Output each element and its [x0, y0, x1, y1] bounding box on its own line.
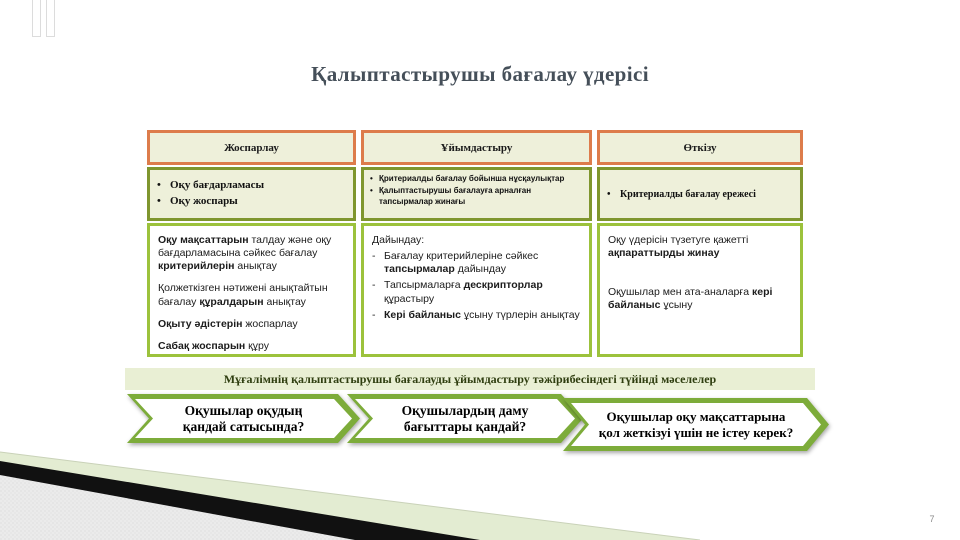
organizing-intro: Дайындау: — [372, 234, 425, 246]
corner-swoosh-decoration — [0, 451, 701, 540]
page-title: Қалыптастырушы бағалау үдерісі — [311, 62, 649, 86]
header-label: Өткізу — [683, 141, 717, 154]
cell-planning-activities: Оқу мақсаттарын талдау және оқу бағдарла… — [147, 223, 356, 357]
corner-bar — [46, 0, 55, 37]
header-label: Ұйымдастыру — [440, 141, 513, 154]
key-issues-banner: Мұғалімнің қалыптастырушы бағалауды ұйым… — [125, 368, 815, 390]
organizing-activity-list: -Бағалау критерийлеріне сәйкес тапсырмал… — [372, 250, 580, 321]
cell-conducting-inputs: •Критериалды бағалау ережесі — [597, 167, 803, 221]
corner-bar — [32, 0, 41, 37]
cell-conducting-activities: Оқу үдерісін түзетуге қажетті ақпараттыр… — [597, 223, 803, 357]
table-header-conducting: Өткізу — [597, 130, 803, 165]
template-corner-bars — [32, 0, 55, 37]
header-label: Жоспарлау — [224, 141, 279, 154]
banner-text: Мұғалімнің қалыптастырушы бағалауды ұйым… — [223, 371, 717, 386]
cell-planning-inputs: •Оқу бағдарламасы•Оқу жоспары — [147, 167, 356, 221]
cell-organizing-inputs: •Қритериалды бағалау бойынша нұсқаулықта… — [361, 167, 592, 221]
table-header-planning: Жоспарлау — [147, 130, 356, 165]
page-number: 7 — [929, 514, 935, 524]
assessment-process-table: Жоспарлау Ұйымдастыру Өткізу •Оқу бағдар… — [147, 130, 803, 357]
table-header-organizing: Ұйымдастыру — [361, 130, 592, 165]
cell-organizing-activities: Дайындау: -Бағалау критерийлеріне сәйкес… — [361, 223, 592, 357]
